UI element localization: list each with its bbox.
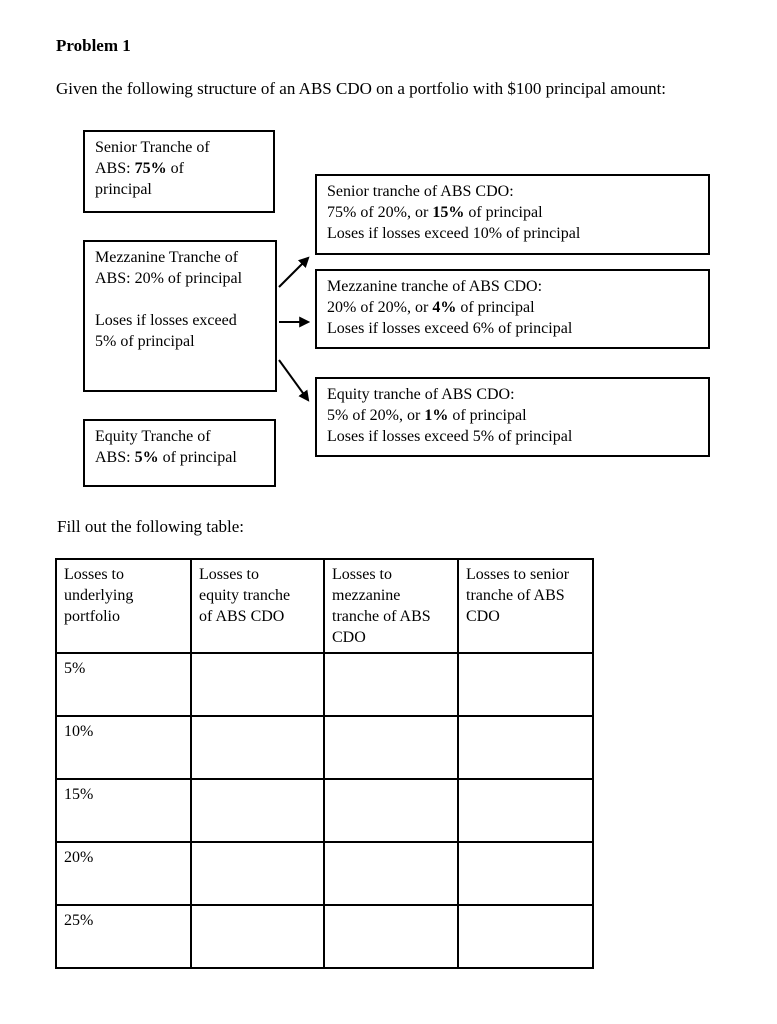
row-label-cell: 20% [55, 841, 192, 906]
box-text-line: 20% of 20%, or 4% of principal [327, 297, 698, 318]
box-abs-mezzanine-tranche: Mezzanine Tranche of ABS: 20% of princip… [83, 240, 277, 392]
table-row: 20% [55, 841, 594, 906]
box-text-line: 75% of 20%, or 15% of principal [327, 202, 698, 223]
answer-cell-mezzanine [323, 715, 459, 780]
header-text-line: CDO [466, 608, 500, 625]
text-segment: 75% of 20%, or [327, 204, 433, 221]
header-text-line: Losses to senior [466, 566, 570, 583]
header-text-line: Losses to [199, 566, 259, 583]
col-header-losses-equity-cdo: Losses to equity tranche of ABS CDO [190, 558, 325, 654]
box-text-line: Equity tranche of ABS CDO: [327, 386, 515, 403]
box-cdo-mezzanine-tranche: Mezzanine tranche of ABS CDO: 20% of 20%… [315, 269, 710, 349]
header-text-line: underlying [64, 587, 134, 604]
answer-cell-equity [190, 841, 325, 906]
table-row: 15% [55, 778, 594, 843]
header-text-line: Losses to [332, 566, 392, 583]
answer-cell-equity [190, 904, 325, 969]
text-segment: 20% of 20%, or [327, 299, 433, 316]
answer-cell-mezzanine [323, 841, 459, 906]
box-text-line: Loses if losses exceed 10% of principal [327, 225, 581, 242]
table-row: 25% [55, 904, 594, 969]
box-text-line: 5% of principal [95, 333, 195, 350]
header-text-line: CDO [332, 629, 366, 646]
bold-percentage: 5% [134, 449, 159, 466]
box-text-line: 5% of 20%, or 1% of principal [327, 405, 698, 426]
text-segment: ABS: [95, 160, 135, 177]
answer-cell-mezzanine [323, 778, 459, 843]
col-header-losses-underlying: Losses to underlying portfolio [55, 558, 192, 654]
box-cdo-senior-tranche: Senior tranche of ABS CDO: 75% of 20%, o… [315, 174, 710, 255]
bold-percentage: 1% [424, 407, 449, 424]
box-text-line: ABS: 75% of [95, 158, 263, 179]
arrow-to-equity-cdo [278, 359, 310, 402]
box-text-line: Mezzanine Tranche of [95, 249, 239, 266]
losses-table: Losses to underlying portfolio Losses to… [55, 558, 594, 969]
col-header-losses-mezzanine-cdo: Losses to mezzanine tranche of ABS CDO [323, 558, 459, 654]
header-text-line: Losses to [64, 566, 124, 583]
answer-cell-equity [190, 652, 325, 717]
table-header-row: Losses to underlying portfolio Losses to… [55, 558, 594, 654]
box-abs-senior-tranche: Senior Tranche of ABS: 75% of principal [83, 130, 275, 213]
box-text-line: Senior Tranche of [95, 139, 210, 156]
text-segment: of principal [448, 407, 527, 424]
header-text-line: tranche of ABS [466, 587, 565, 604]
answer-cell-senior [457, 652, 594, 717]
answer-cell-senior [457, 841, 594, 906]
text-segment: of principal [464, 204, 543, 221]
box-text-line: ABS: 20% of principal [95, 270, 243, 287]
box-text-line: Loses if losses exceed 6% of principal [327, 320, 573, 337]
answer-cell-equity [190, 778, 325, 843]
header-text-line: tranche of ABS [332, 608, 431, 625]
text-segment: of principal [158, 449, 237, 466]
answer-cell-senior [457, 904, 594, 969]
header-text-line: mezzanine [332, 587, 401, 604]
answer-cell-senior [457, 715, 594, 780]
row-label-cell: 5% [55, 652, 192, 717]
box-text-line: Equity Tranche of [95, 428, 211, 445]
answer-cell-equity [190, 715, 325, 780]
header-text-line: equity tranche [199, 587, 291, 604]
row-label-cell: 25% [55, 904, 192, 969]
bold-percентage: 75% [134, 160, 167, 177]
bold-percentage: 4% [432, 299, 457, 316]
box-abs-equity-tranche: Equity Tranche of ABS: 5% of principal [83, 419, 276, 487]
answer-cell-senior [457, 778, 594, 843]
box-text-line: principal [95, 181, 152, 198]
box-text-line: Loses if losses exceed [95, 312, 237, 329]
answer-cell-mezzanine [323, 652, 459, 717]
bold-percentage: 15% [432, 204, 465, 221]
col-header-losses-senior-cdo: Losses to senior tranche of ABS CDO [457, 558, 594, 654]
box-text-line: Mezzanine tranche of ABS CDO: [327, 278, 543, 295]
row-label-cell: 15% [55, 778, 192, 843]
text-segment: of [166, 160, 184, 177]
header-text-line: portfolio [64, 608, 120, 625]
intro-text: Given the following structure of an ABS … [56, 79, 667, 98]
row-label-cell: 10% [55, 715, 192, 780]
table-row: 10% [55, 715, 594, 780]
box-text-line: Senior tranche of ABS CDO: [327, 183, 514, 200]
text-segment: ABS: [95, 449, 135, 466]
box-text-line: ABS: 5% of principal [95, 447, 264, 468]
text-segment: of principal [456, 299, 535, 316]
box-cdo-equity-tranche: Equity tranche of ABS CDO: 5% of 20%, or… [315, 377, 710, 457]
answer-cell-mezzanine [323, 904, 459, 969]
arrow-to-senior-cdo [278, 256, 310, 288]
header-text-line: of ABS CDO [199, 608, 285, 625]
problem-title: Problem 1 [56, 36, 131, 55]
text-segment: 5% of 20%, or [327, 407, 425, 424]
table-row: 5% [55, 652, 594, 717]
box-text-line: Loses if losses exceed 5% of principal [327, 428, 573, 445]
table-caption: Fill out the following table: [57, 517, 244, 536]
